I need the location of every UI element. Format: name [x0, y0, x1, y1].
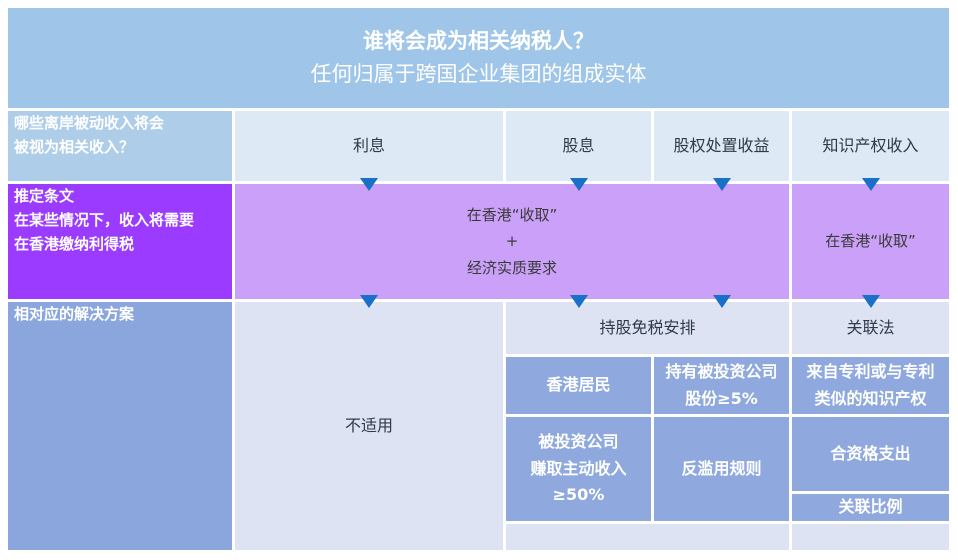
arrow-down-icon: [570, 295, 588, 308]
bottom-filler-left: [506, 524, 789, 550]
row3-label: 相对应的解决方案: [8, 302, 232, 550]
ip-source-line2: 类似的知识产权: [814, 388, 927, 408]
row3-label-text: 相对应的解决方案: [14, 305, 135, 323]
arrow-down-icon: [862, 178, 880, 191]
ip-source-line1: 来自专利或与专利: [806, 362, 935, 382]
condition-active-income: 被投资公司 赚取主动收入 ≥50%: [506, 417, 651, 521]
arrow-down-icon: [360, 178, 378, 191]
condition-qualifying-expenditure: 合资格支出: [792, 417, 949, 491]
solution-nexus-approach: 关联法: [792, 302, 949, 354]
arrow-down-icon: [713, 295, 731, 308]
condition-holding-5pct: 持有被投资公司 股份≥5%: [654, 357, 789, 414]
row1-label-line1: 哪些离岸被动收入将会: [14, 114, 165, 132]
income-dividends: 股息: [506, 111, 651, 181]
row2-label: 推定条文 在某些情况下，收入将需要 在香港缴纳利得税: [8, 184, 232, 299]
row2-label-line2: 在某些情况下，收入将需要: [14, 211, 195, 229]
arrow-down-icon: [713, 178, 731, 191]
condition-ip-source: 来自专利或与专利 类似的知识产权: [792, 357, 949, 414]
row2-label-title: 推定条文: [14, 187, 75, 205]
row1-label-line2: 被视为相关收入？: [14, 138, 135, 156]
arrow-down-icon: [360, 295, 378, 308]
header-subtitle: 任何归属于跨国企业集团的组成实体: [310, 62, 647, 86]
arrow-down-icon: [570, 178, 588, 191]
active-line2: 赚取主动收入: [530, 458, 627, 478]
deeming-main-line2: 经济实质要求: [466, 258, 557, 277]
active-line3: ≥50%: [552, 485, 605, 505]
deeming-main-line1: 在香港“收取”: [466, 206, 558, 225]
income-interest: 利息: [235, 111, 503, 181]
bottom-filler-right: [792, 524, 949, 550]
header-title: 谁将会成为相关纳税人？: [363, 29, 594, 54]
row2-label-line3: 在香港缴纳利得税: [14, 235, 135, 253]
deeming-provision-main: 在香港“收取” + 经济实质要求: [235, 184, 789, 299]
condition-nexus-ratio: 关联比例: [792, 494, 949, 521]
holding-line1: 持有被投资公司: [665, 362, 778, 382]
arrow-down-icon: [862, 295, 880, 308]
solution-participation-exemption: 持股免税安排: [506, 302, 789, 354]
condition-anti-abuse: 反滥用规则: [654, 417, 789, 521]
income-equity-gains: 股权处置收益: [654, 111, 789, 181]
header-banner: 谁将会成为相关纳税人？ 任何归属于跨国企业集团的组成实体: [8, 8, 949, 108]
solution-not-applicable: 不适用: [235, 302, 503, 550]
row1-label: 哪些离岸被动收入将会 被视为相关收入？: [8, 111, 232, 181]
deeming-provision-ip: 在香港“收取”: [792, 184, 949, 299]
active-line1: 被投资公司: [538, 432, 619, 452]
holding-line2: 股份≥5%: [685, 388, 758, 408]
income-ip: 知识产权收入: [792, 111, 949, 181]
deeming-main-plus: +: [505, 232, 519, 251]
condition-hk-resident: 香港居民: [506, 357, 651, 414]
